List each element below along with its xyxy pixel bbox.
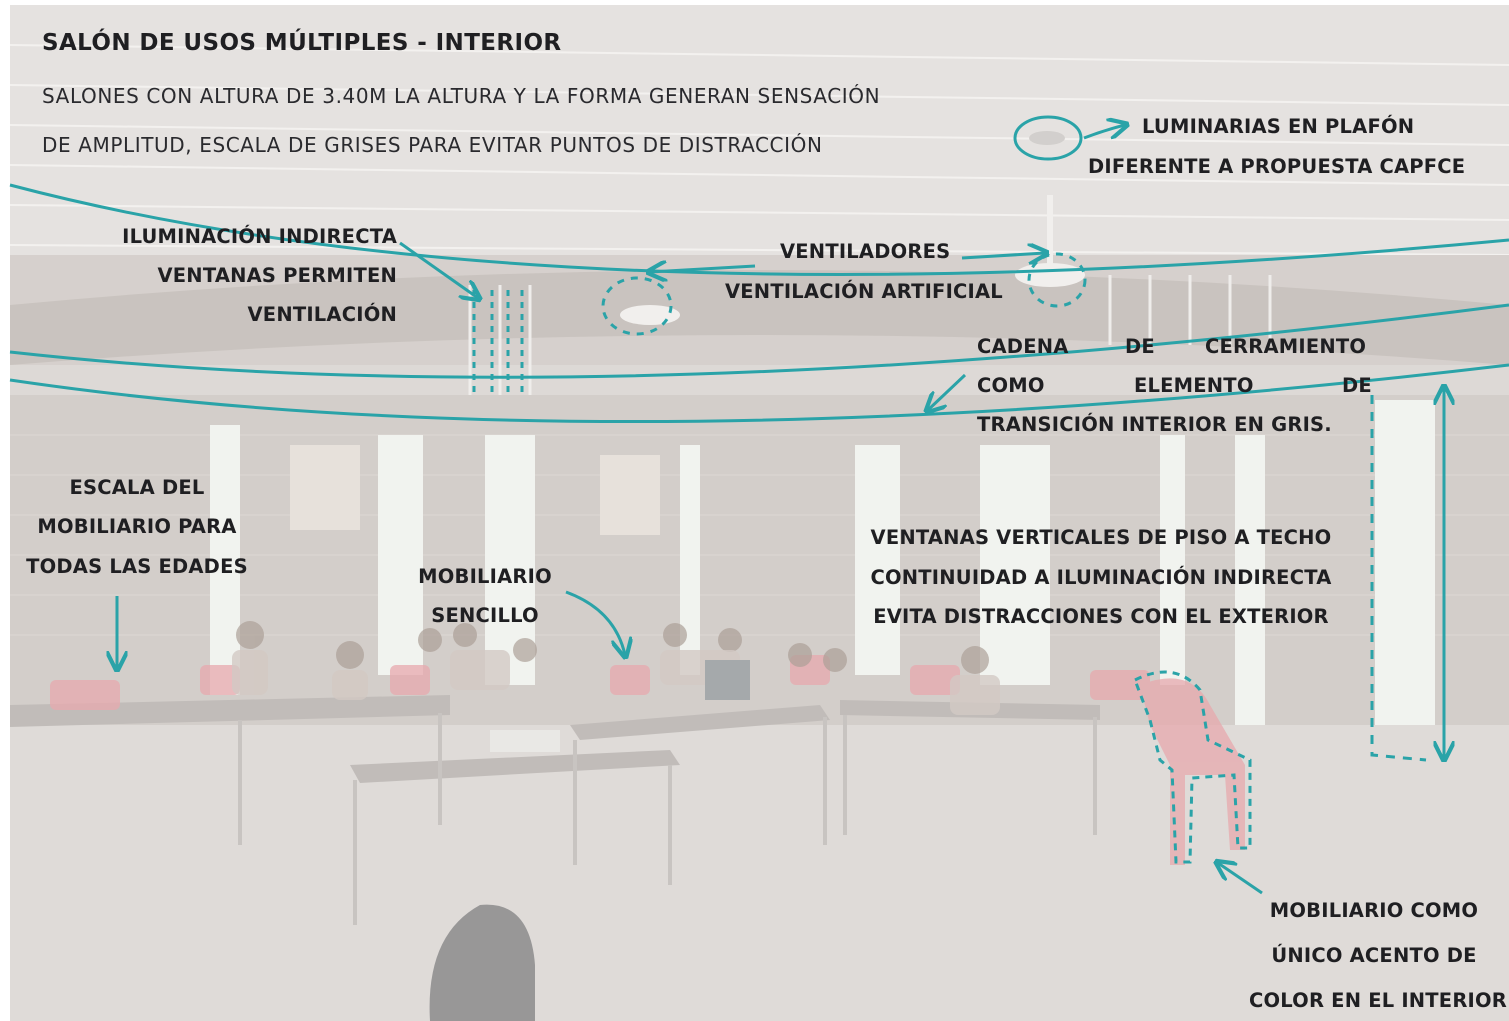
escala-label-3: TODAS LAS EDADES <box>26 555 248 578</box>
mobiliario-sencillo-arrow <box>565 590 625 655</box>
acento-label-2: ÚNICO ACENTO DE <box>1271 944 1477 967</box>
page-title: SALÓN DE USOS MÚLTIPLES - INTERIOR <box>42 30 562 56</box>
subtitle-line-2: DE AMPLITUD, ESCALA DE GRISES PARA EVITA… <box>42 133 823 157</box>
mobiliario-sencillo-label-1: MOBILIARIO <box>418 565 552 588</box>
ventanas-label-3: EVITA DISTRACCIONES CON EL EXTERIOR <box>873 605 1329 628</box>
acento-arrow <box>1218 863 1263 895</box>
escala-label-1: ESCALA DEL <box>69 476 205 499</box>
ventilador-arrow-left <box>650 266 756 272</box>
cadena-word-2: DE <box>1125 335 1155 358</box>
photo-scene <box>10 5 1509 1021</box>
luminaria-arrow <box>1083 125 1125 140</box>
classroom-photo <box>10 5 1509 1021</box>
ventiladores-label-1: VENTILADORES <box>780 240 951 263</box>
mobiliario-sencillo-label-2: SENCILLO <box>431 604 539 627</box>
iluminacion-label-2: VENTANAS PERMITEN <box>157 264 397 287</box>
luminaria-highlight <box>1013 115 1083 161</box>
cadena-word-4: COMO <box>977 374 1045 397</box>
luminarias-label-2: DIFERENTE A PROPUESTA CAPFCE <box>1088 155 1466 178</box>
cadena-word-5: ELEMENTO <box>1134 374 1254 397</box>
subtitle-line-1: SALONES CON ALTURA DE 3.40M LA ALTURA Y … <box>42 84 881 108</box>
iluminacion-arrow <box>399 241 478 298</box>
boundary-curve-lower <box>9 363 1509 424</box>
ventanas-label-1: VENTANAS VERTICALES DE PISO A TECHO <box>870 526 1332 549</box>
cadena-word-3: CERRAMIENTO <box>1205 335 1367 358</box>
acento-label-1: MOBILIARIO COMO <box>1269 899 1479 922</box>
photo-wash <box>10 5 1509 1021</box>
iluminacion-label-3: VENTILACIÓN <box>247 303 397 326</box>
cadena-label-3: TRANSICIÓN INTERIOR EN GRIS. <box>977 413 1332 436</box>
ventilador-arrow-right <box>961 253 1045 258</box>
ventanas-label-2: CONTINUIDAD A ILUMINACIÓN INDIRECTA <box>870 566 1332 589</box>
cadena-word-1: CADENA <box>977 335 1069 358</box>
acento-label-3: COLOR EN EL INTERIOR <box>1248 989 1507 1012</box>
escala-label-2: MOBILIARIO PARA <box>37 515 237 538</box>
luminarias-label-1: LUMINARIAS EN PLAFÓN <box>1142 115 1415 138</box>
fan-highlight-left <box>601 276 673 336</box>
chair-outline <box>1133 670 1252 864</box>
cadena-word-6: DE <box>1342 374 1372 397</box>
ventiladores-label-2: VENTILACIÓN ARTIFICIAL <box>725 280 1003 303</box>
boundary-curve-middle <box>9 303 1509 379</box>
cadena-arrow <box>928 373 967 410</box>
iluminacion-label-1: ILUMINACIÓN INDIRECTA <box>122 225 397 248</box>
window-outline <box>1370 395 1427 762</box>
fan-highlight-right <box>1027 252 1087 308</box>
